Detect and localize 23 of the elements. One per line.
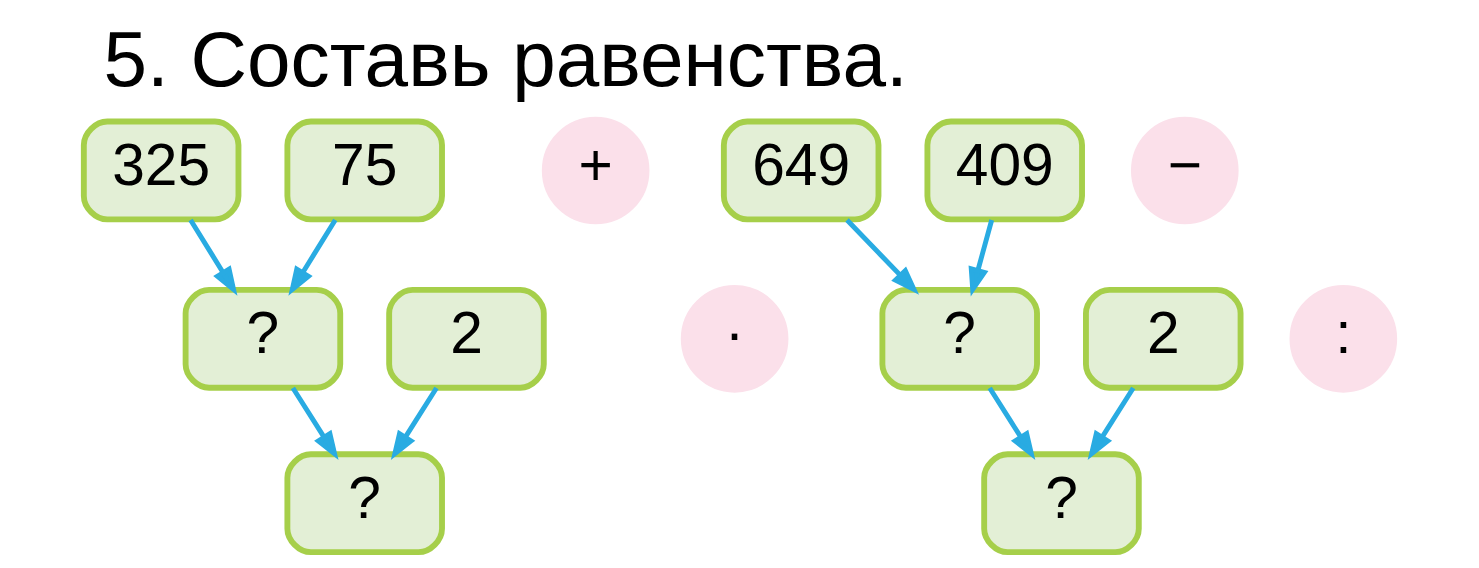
node-circle: : xyxy=(1289,284,1397,393)
arrow xyxy=(844,218,919,295)
node-box: ? xyxy=(980,451,1142,556)
node-circle: + xyxy=(541,116,649,225)
arrow xyxy=(390,386,439,460)
node-box: 409 xyxy=(923,118,1085,223)
node-box: ? xyxy=(182,286,343,391)
node-box: 649 xyxy=(720,118,881,223)
node-box: ? xyxy=(878,286,1040,391)
arrow xyxy=(1087,386,1135,460)
arrow xyxy=(968,219,994,297)
node-box: 75 xyxy=(283,118,445,223)
diagram-title: 5. Составь равенства. xyxy=(102,15,908,104)
node-circle: · xyxy=(680,284,788,393)
node-box: 325 xyxy=(80,118,241,223)
arrow xyxy=(188,218,237,296)
node-box: 2 xyxy=(385,286,547,391)
node-circle: − xyxy=(1130,116,1239,225)
node-box: ? xyxy=(283,451,445,556)
node-box: 2 xyxy=(1082,286,1243,391)
arrow xyxy=(290,386,339,460)
arrow xyxy=(287,218,337,296)
arrow xyxy=(987,386,1035,460)
